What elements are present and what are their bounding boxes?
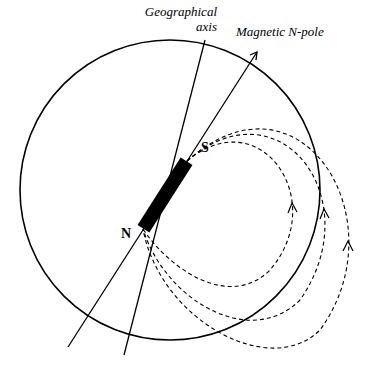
field-line xyxy=(143,129,349,348)
field-arrow xyxy=(343,241,353,251)
field-line xyxy=(143,142,293,286)
magnetic-axis-line xyxy=(68,52,257,347)
field-arrows xyxy=(288,203,353,251)
axis-arrowhead xyxy=(250,52,257,60)
bar-magnet xyxy=(138,158,193,233)
axis-label: Magnetic N-pole xyxy=(236,24,364,39)
geographical-axis-line xyxy=(124,40,205,355)
pole-label: N xyxy=(118,226,134,241)
earth-outline xyxy=(20,40,320,340)
field-line xyxy=(143,134,325,320)
pole-label: S xyxy=(197,140,213,155)
axis-label: Geographical axis xyxy=(122,4,217,34)
field-arrow xyxy=(320,209,329,219)
field-lines xyxy=(143,129,349,348)
field-arrow xyxy=(288,203,297,213)
